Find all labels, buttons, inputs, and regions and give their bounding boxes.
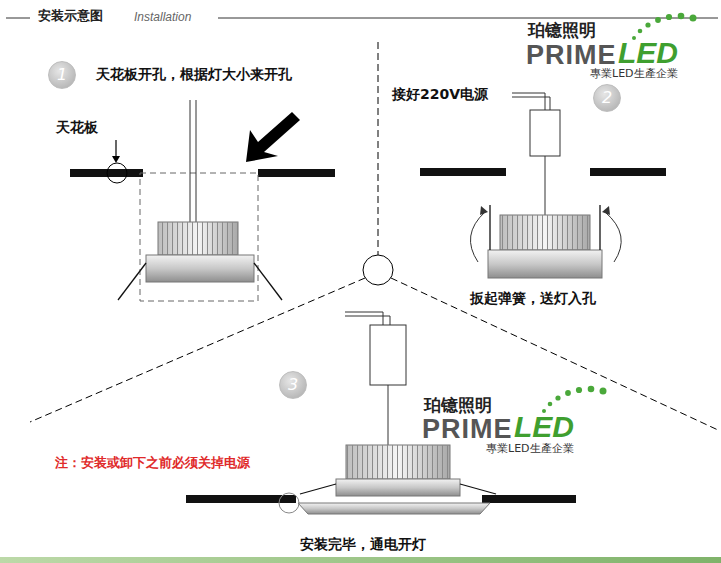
- diagram-title: 安装示意图: [38, 9, 103, 24]
- brand-slogan: 專業LED生產企業: [486, 443, 574, 456]
- step-caption: 安装完毕，通电开灯: [300, 536, 426, 552]
- header-subtitle: Installation: [134, 11, 191, 25]
- part-label: 天花板: [56, 119, 98, 135]
- brand-name: 珀镱照明: [424, 396, 492, 416]
- brand-logo: LED: [618, 36, 678, 71]
- brand-logo: PRIME: [422, 414, 513, 445]
- step-number-circle: 1: [48, 61, 76, 89]
- callout-number: 2: [602, 90, 612, 106]
- brand-slogan: 專業LED生產企業: [590, 68, 678, 81]
- step-caption: 天花板开孔，根据灯大小来开孔: [96, 66, 292, 82]
- step-caption: 接好220V电源: [392, 86, 488, 102]
- step-number-circle: 3: [279, 371, 307, 399]
- callout-number: 1: [57, 67, 67, 83]
- brand-logo: LED: [514, 410, 574, 445]
- warning-note: 注：安装或卸下之前必须关掉电源: [55, 456, 250, 471]
- brand-logo: PRIME: [526, 40, 617, 71]
- callout-number: 3: [288, 377, 298, 393]
- brand-name: 珀镱照明: [528, 21, 596, 41]
- step-number-circle: 2: [593, 84, 621, 112]
- step-caption: 扳起弹簧，送灯入孔: [470, 290, 596, 306]
